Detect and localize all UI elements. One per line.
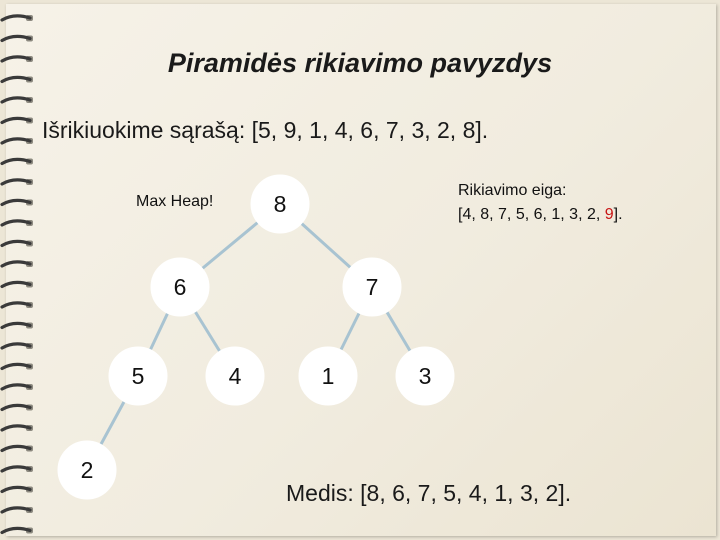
sort-steps-array: [4, 8, 7, 5, 6, 1, 3, 2, 9]. <box>458 203 623 227</box>
tree-node-6: 6 <box>150 257 210 317</box>
notebook-spiral <box>0 14 33 535</box>
tree-node-4: 4 <box>205 346 265 406</box>
sort-steps-prefix: [4, 8, 7, 5, 6, 1, 3, 2, <box>458 206 605 223</box>
tree-result-text: Medis: [8, 6, 7, 5, 4, 1, 3, 2]. <box>286 480 572 506</box>
tree-node-2: 2 <box>57 440 117 500</box>
tree-node-root-label: 8 <box>274 191 287 217</box>
tree-node-root: 8 <box>250 174 310 234</box>
tree-node-7: 7 <box>342 257 402 317</box>
tree-node-6-label: 6 <box>174 274 187 300</box>
tree-node-5-label: 5 <box>132 363 145 389</box>
sort-steps: Rikiavimo eiga: [4, 8, 7, 5, 6, 1, 3, 2,… <box>458 179 623 227</box>
tree-node-4-label: 4 <box>229 363 242 389</box>
tree-node-1-label: 1 <box>322 363 335 389</box>
tree-node-2-label: 2 <box>81 457 94 483</box>
tree-node-7-label: 7 <box>366 274 379 300</box>
slide-title: Piramidės rikiavimo pavyzdys <box>167 48 553 78</box>
max-heap-label: Max Heap! <box>136 193 214 210</box>
tree-node-3: 3 <box>395 346 455 406</box>
intro-text: Išrikiuokime sąrašą: [5, 9, 1, 4, 6, 7, … <box>42 117 489 143</box>
sorted-highlight: 9 <box>604 206 614 223</box>
tree-node-3-label: 3 <box>419 363 432 389</box>
tree-node-1: 1 <box>298 346 358 406</box>
sort-steps-suffix: ]. <box>613 206 623 223</box>
tree-node-5: 5 <box>108 346 168 406</box>
sort-steps-label: Rikiavimo eiga: <box>458 182 567 199</box>
